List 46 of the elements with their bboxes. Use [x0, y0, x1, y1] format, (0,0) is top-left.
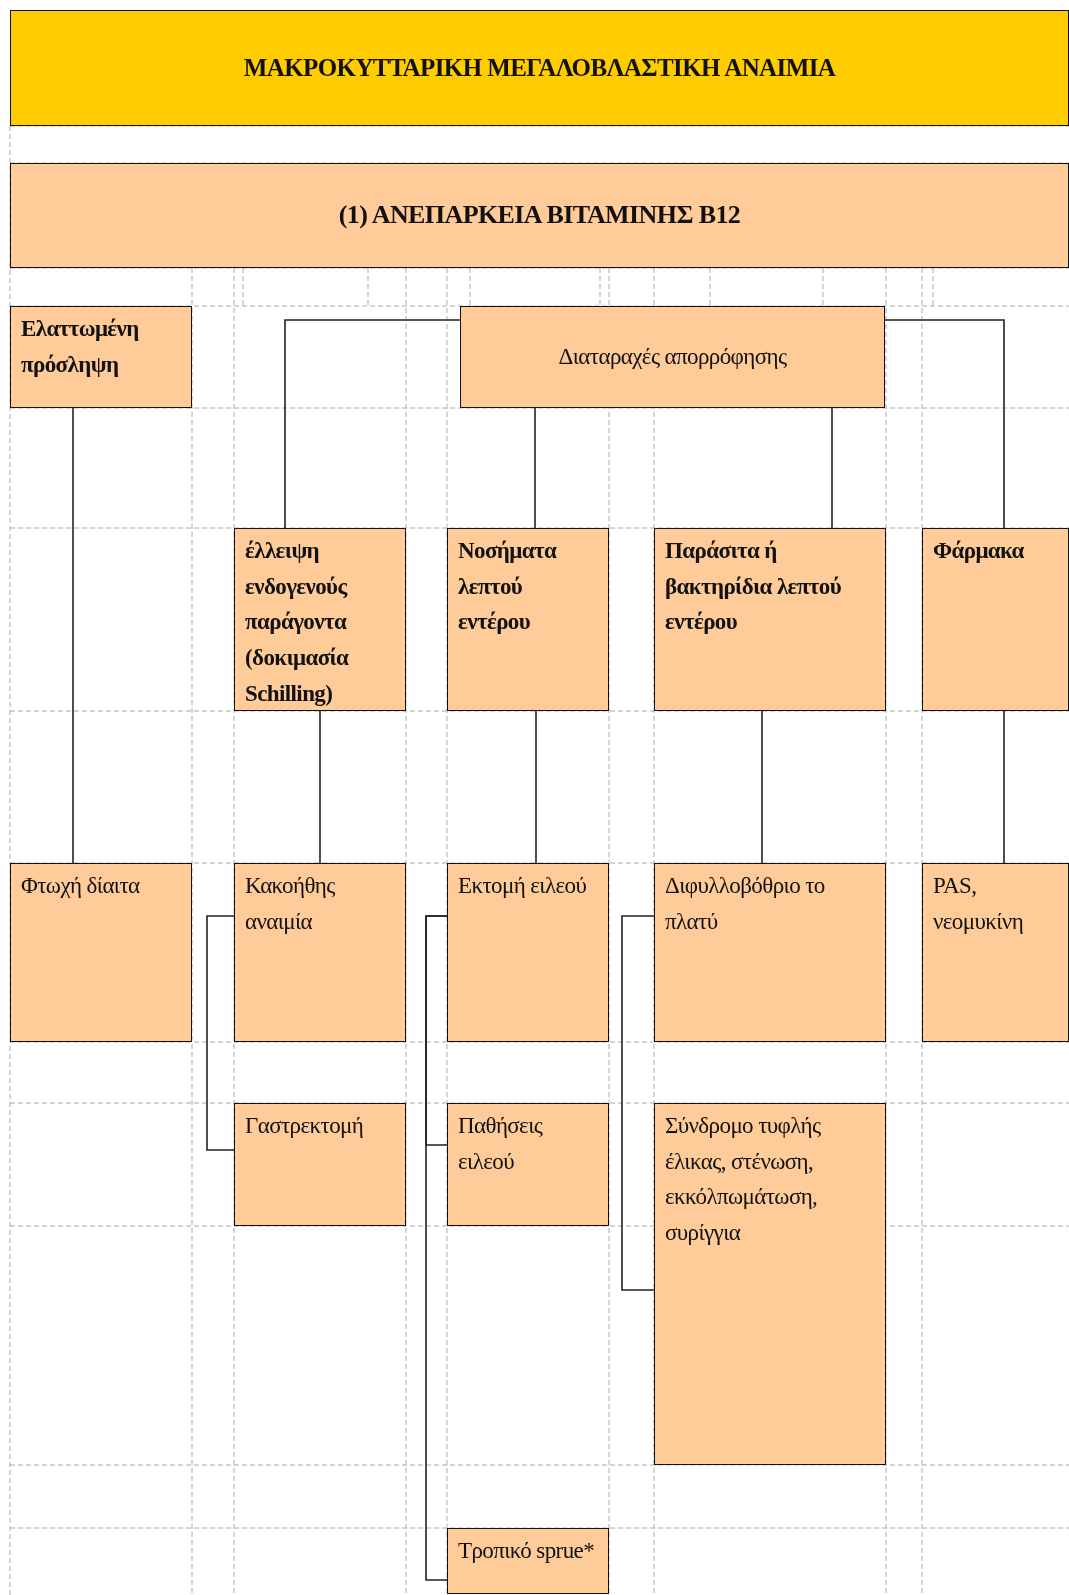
node-label: (1) ΑΝΕΠΑΡΚΕΙΑ ΒΙΤΑΜΙΝΗΣ Β12 [338, 199, 741, 232]
node-label: Γαστρεκτομή [245, 1112, 365, 1140]
category-box [460, 306, 885, 408]
heading-band [10, 10, 1069, 126]
connector-line [884, 319, 1005, 529]
category-box [10, 863, 192, 1042]
connector-line [535, 710, 537, 864]
category-box [654, 863, 886, 1042]
category-box [234, 863, 406, 1042]
connector-line [72, 407, 74, 864]
category-box [234, 1103, 406, 1226]
connector-line [319, 710, 321, 864]
connector-line [425, 915, 448, 1581]
node-label: έλλειψη ενδογενούς παράγοντα (δοκιμασία Schilling) [245, 537, 350, 708]
node-label: Παράσιτα ή βακτηρίδια λεπτού εντέρου [665, 537, 843, 637]
node-label: Φτωχή δίαιτα [21, 872, 141, 900]
node-label: Κακοήθης αναιμία [245, 872, 336, 936]
category-box [654, 1103, 886, 1465]
node-label: Νοσήματα λεπτού εντέρου [458, 537, 558, 637]
node-label: Εκτομή ειλεού [458, 872, 588, 900]
connector-line [1003, 710, 1005, 864]
category-box [447, 1528, 609, 1594]
category-box [654, 528, 886, 711]
category-box [10, 306, 192, 408]
node-label: ΜΑΚΡΟΚΥΤΤΑΡΙΚΗ ΜΕΓΑΛΟΒΛΑΣΤΙΚΗ ΑΝΑΙΜΙΑ [243, 52, 836, 83]
connector-line [534, 407, 536, 529]
node-label: Παθήσεις ειλεού [458, 1112, 544, 1176]
heading-band [10, 163, 1069, 268]
category-box [234, 528, 406, 711]
connector-line [284, 319, 461, 529]
node-label: Διφυλλοβόθριο το πλατύ [665, 872, 826, 936]
connector-line [206, 915, 235, 1151]
node-label: Σύνδρομο τυφλής έλικας, στένωση, εκκόλπωμάτωση, συρίγγια [665, 1112, 822, 1247]
connector-line [831, 407, 833, 529]
node-label: Φάρμακα [933, 537, 1025, 565]
node-label: Διαταραχές απορρόφησης [558, 343, 787, 372]
node-label: Τροπικό sprue* [458, 1537, 596, 1565]
node-label: PAS, νεομυκίνη [933, 872, 1025, 936]
connector-line [621, 915, 655, 1291]
node-label: Ελαττωμένη πρόσληψη [21, 315, 140, 379]
category-box [922, 528, 1069, 711]
category-box [922, 863, 1069, 1042]
category-box [447, 863, 609, 1042]
connector-line [761, 710, 763, 864]
category-box [447, 1103, 609, 1226]
category-box [447, 528, 609, 711]
